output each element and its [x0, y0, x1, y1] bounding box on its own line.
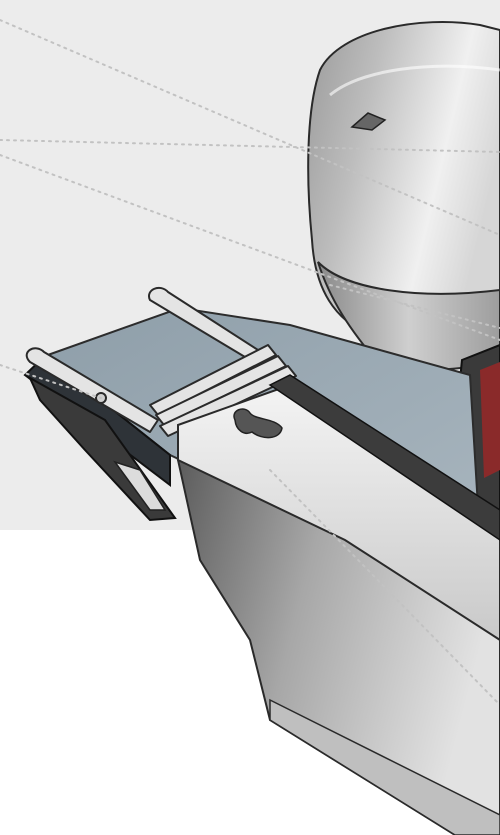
- callout-3: [0, 154, 500, 341]
- cowling-vent-icon: [350, 112, 387, 131]
- callout-2: [0, 139, 500, 153]
- callout-6: [269, 469, 500, 706]
- cleat-icon: [233, 408, 283, 439]
- callout-1: [0, 19, 500, 236]
- transom-rail: [177, 374, 500, 642]
- rub-rail: [268, 374, 500, 541]
- swim-ladder: [25, 286, 297, 437]
- callout-4: [329, 284, 500, 329]
- callout-leaders: [0, 19, 500, 706]
